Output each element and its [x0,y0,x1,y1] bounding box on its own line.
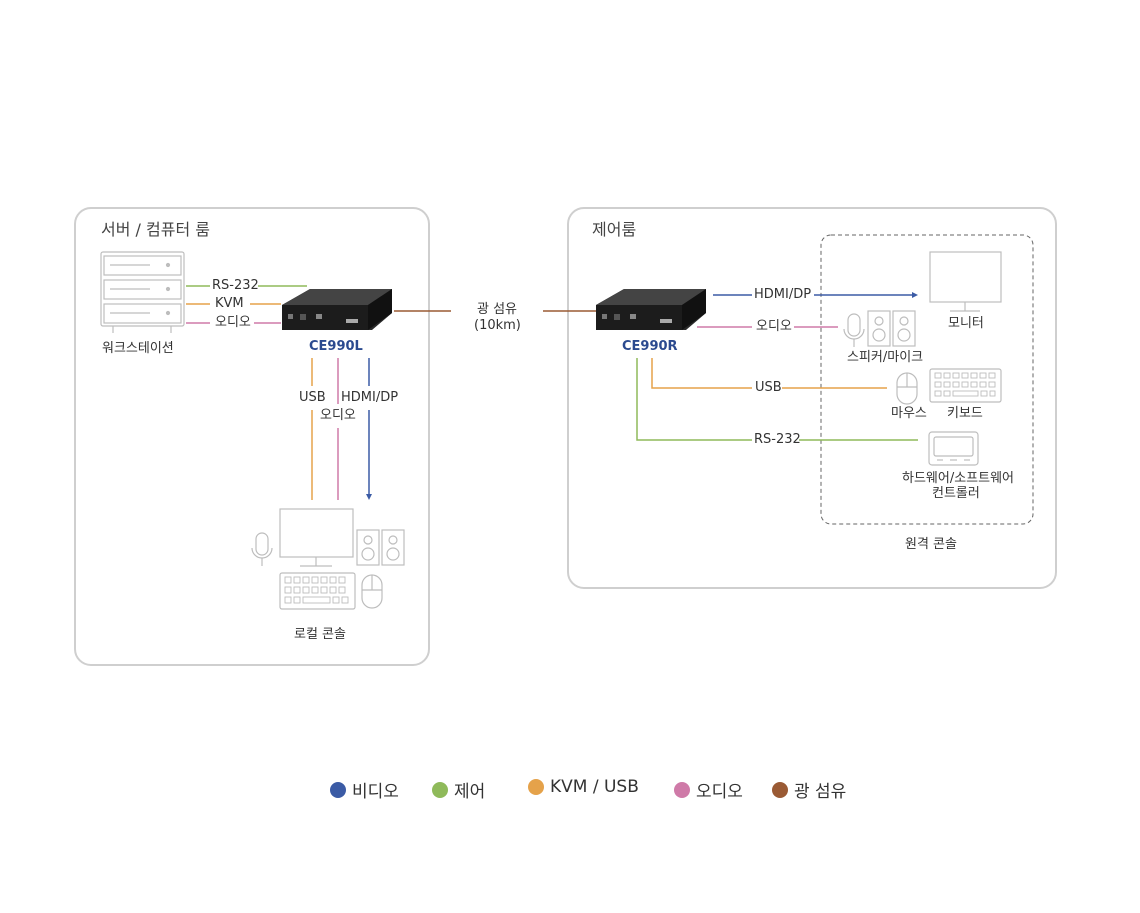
legend-item-control: 제어 [432,777,485,802]
local-console-icons [251,508,405,610]
ce990r-label: CE990R [622,339,678,354]
legend-dot-fiber [772,781,788,798]
right-room-frame [567,207,1057,589]
left-audio-down-label: 오디오 [320,408,356,423]
fiber-label: 광 섬유 [477,302,518,317]
right-usb-line-a [651,358,752,389]
legend-label-kvm-usb: KVM / USB [550,777,639,797]
legend-label-fiber: 광 섬유 [794,782,847,802]
legend-dot-video [330,781,346,798]
ce990l-device [282,289,392,330]
hw-sw-label: 하드웨어/소프트웨어 [902,471,1015,486]
remote-console-icons [843,251,1002,466]
controller-label: 컨트롤러 [932,486,980,501]
remote-console-label: 원격 콘솔 [905,537,957,552]
left-room-frame [74,207,430,666]
left-audio-label: 오디오 [215,315,251,330]
legend: 비디오 제어 KVM / USB 오디오 광 섬유 [0,777,1140,802]
workstation-label: 워크스테이션 [102,341,174,356]
right-hdmi-label: HDMI/DP [754,287,812,302]
legend-item-fiber: 광 섬유 [772,777,846,802]
legend-label-audio: 오디오 [696,782,743,802]
monitor-label: 모니터 [948,316,984,331]
right-rs232-line-a [636,358,752,441]
right-usb-label: USB [755,380,782,395]
left-hdmi-arrow [366,494,372,500]
legend-label-control: 제어 [454,782,486,802]
ce990r-device [596,289,706,330]
legend-item-video: 비디오 [330,777,399,802]
fiber-distance: (10km) [474,318,521,333]
right-room-title: 제어룸 [592,220,637,239]
legend-item-audio: 오디오 [674,777,743,802]
left-rs232-label: RS-232 [212,278,259,293]
left-hdmi-label: HDMI/DP [341,390,399,405]
keyboard-label: 키보드 [947,406,983,421]
legend-dot-kvm-usb [528,779,544,795]
legend-dot-audio [674,781,690,798]
speaker-mic-label: 스피커/마이크 [847,350,924,365]
ce990l-label: CE990L [309,339,363,354]
mouse-label: 마우스 [891,406,927,421]
workstation-icon [100,251,185,333]
legend-item-kvm-usb: KVM / USB [528,777,639,797]
left-room-title: 서버 / 컴퓨터 룸 [101,220,210,239]
local-console-label: 로컬 콘솔 [294,627,346,642]
legend-label-video: 비디오 [352,782,399,802]
right-rs232-label: RS-232 [754,432,801,447]
right-audio-label: 오디오 [756,319,792,334]
left-kvm-label: KVM [215,296,244,311]
remote-console-frame [820,234,1034,525]
right-hdmi-arrow [912,292,918,298]
left-usb-label: USB [299,390,326,405]
legend-dot-control [432,781,448,798]
